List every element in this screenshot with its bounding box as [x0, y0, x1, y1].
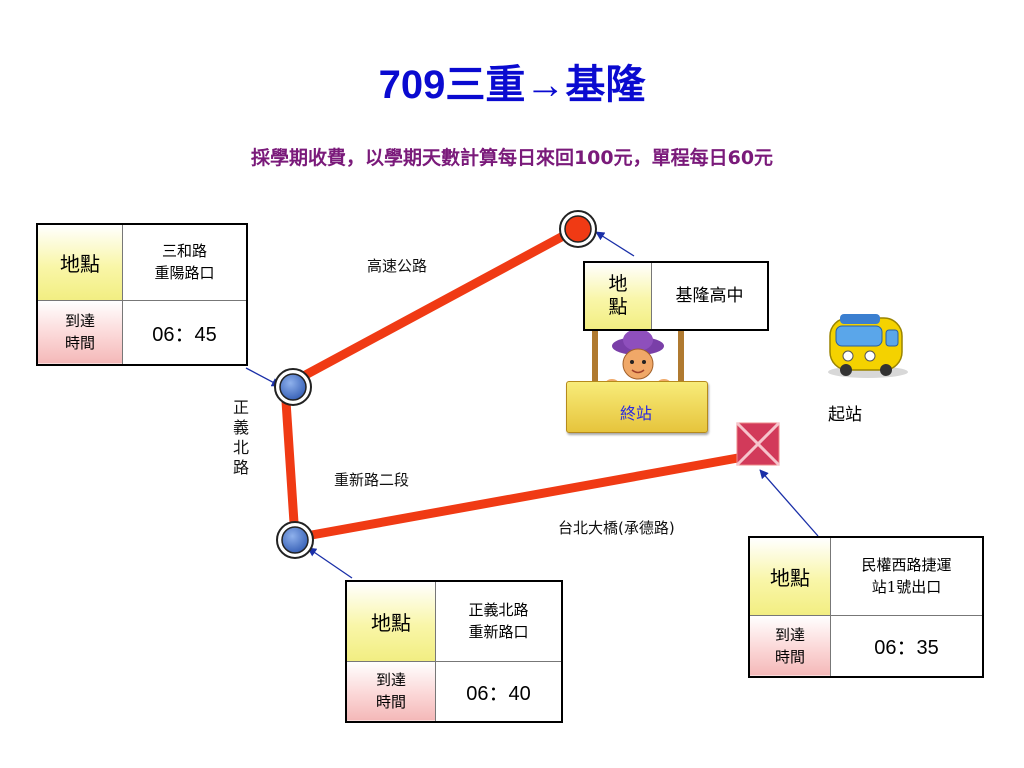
arrival-time-key: 到達時間	[748, 614, 831, 678]
stop-info-keelung: 地點 基隆高中	[583, 261, 769, 331]
location-key: 地點	[748, 536, 831, 616]
arrival-time-key: 到達時間	[36, 299, 123, 366]
location-key: 地點	[345, 580, 436, 662]
arrival-time-value: 06：35	[830, 614, 984, 678]
start-marker-minquan	[735, 421, 781, 467]
arrival-time-value: 06：40	[435, 660, 563, 723]
pointer-arrow-keelung	[595, 231, 635, 257]
road-label-chongxin: 重新路二段	[334, 471, 410, 489]
terminal-sign-posts	[592, 330, 684, 384]
road-label-zhengyi: 正義北路	[232, 398, 249, 477]
bus-icon	[828, 314, 908, 378]
terminal-sign-board	[566, 381, 708, 433]
location-key: 地點	[583, 261, 652, 331]
girl-character-icon	[605, 329, 671, 389]
terminal-sign-label: 終站	[619, 404, 652, 423]
start-station-label: 起站	[828, 405, 862, 425]
pointer-arrow-zhengyi	[307, 547, 353, 579]
road-label-bridge: 台北大橋(承德路)	[558, 519, 675, 537]
arrival-time-key: 到達時間	[345, 660, 436, 723]
location-value: 三和路重陽路口	[122, 223, 248, 301]
location-value: 基隆高中	[651, 261, 769, 331]
stop-info-minquan: 地點 民權西路捷運站1號出口 到達時間 06：35	[748, 536, 984, 678]
arrival-time-value: 06：45	[122, 299, 248, 366]
page-title: 709三重→基隆	[378, 63, 646, 107]
location-value: 民權西路捷運站1號出口	[830, 536, 984, 616]
pointer-arrow-sanhe	[245, 367, 281, 387]
route-line	[280, 224, 761, 543]
pointer-arrow-minquan	[759, 469, 819, 537]
road-label-highway: 高速公路	[367, 257, 428, 275]
stop-info-sanhe: 地點 三和路重陽路口 到達時間 06：45	[36, 223, 248, 366]
terminal-marker-keelung	[559, 210, 597, 248]
stop-marker-zhengyi	[276, 521, 314, 559]
stop-info-zhengyi: 地點 正義北路重新路口 到達時間 06：40	[345, 580, 563, 723]
location-value: 正義北路重新路口	[435, 580, 563, 662]
stop-marker-sanhe	[274, 368, 312, 406]
location-key: 地點	[36, 223, 123, 301]
fare-note: 採學期收費，以學期天數計算每日來回100元，單程每日60元	[250, 147, 774, 169]
